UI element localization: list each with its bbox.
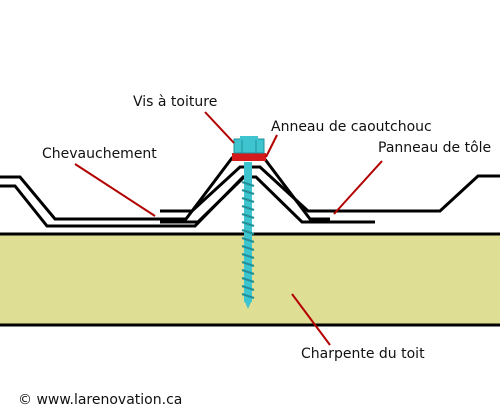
leader-rubber-ring [265, 134, 278, 158]
label-roof-screw: Vis à toiture [133, 94, 217, 110]
rubber-washer [232, 153, 266, 161]
leader-roof-screw [204, 111, 235, 144]
label-sheet-panel: Panneau de tôle [378, 140, 491, 156]
leader-overlap [74, 163, 156, 217]
upper-sheet-panel-top [0, 175, 150, 221]
leader-roof-framing [291, 293, 331, 346]
copyright-text: © www.larenovation.ca [18, 392, 182, 408]
label-roof-framing: Charpente du toit [301, 346, 425, 362]
screw-thread [241, 181, 255, 299]
upper-sheet-panel-lower [0, 174, 246, 228]
leader-sheet-panel [333, 160, 383, 215]
lower-sheet-panel-bottom [160, 175, 375, 224]
screw-head-top [240, 136, 258, 140]
screw-hex-head [233, 138, 265, 154]
roof-screw [232, 136, 266, 309]
screw-tip [244, 300, 252, 309]
lower-sheet-panel-top [160, 165, 500, 213]
label-overlap: Chevauchement [42, 146, 157, 162]
label-rubber-ring: Anneau de caoutchouc [271, 119, 432, 135]
